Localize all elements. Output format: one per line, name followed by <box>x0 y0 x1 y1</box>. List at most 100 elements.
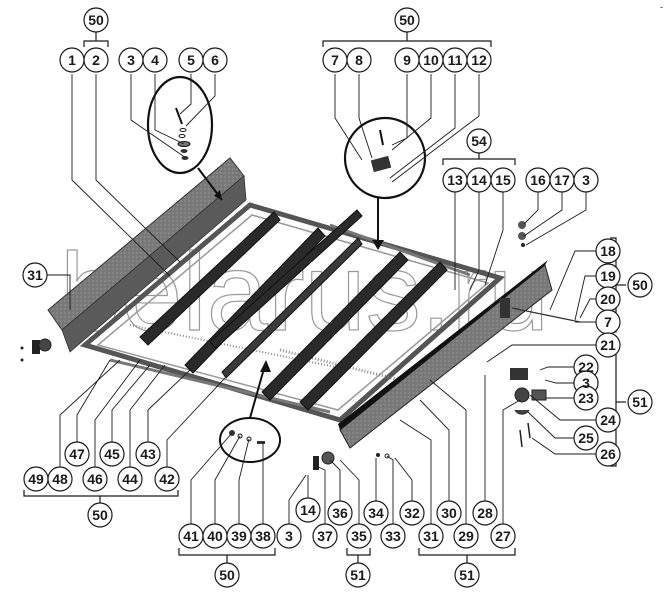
callout-label: 14 <box>300 502 316 518</box>
callout-circle-12 <box>466 47 492 73</box>
right-beam-rod <box>511 307 581 323</box>
washer-part <box>246 436 252 442</box>
callout-label: 39 <box>231 528 247 544</box>
callout-label: 26 <box>600 446 616 462</box>
leader-lines <box>47 74 596 536</box>
bolt-part <box>257 441 265 444</box>
callout-label: 3 <box>127 52 135 68</box>
callout-label: 4 <box>151 52 159 68</box>
washer-part <box>237 433 243 439</box>
roller-part <box>514 387 530 403</box>
bracket-part <box>370 155 392 173</box>
callout-circle-50 <box>83 7 109 33</box>
callout-circle-38 <box>250 523 276 549</box>
clamp-part <box>514 409 530 415</box>
callout-label: 5 <box>187 52 195 68</box>
callout-label: 6 <box>211 52 219 68</box>
corner-mark: - <box>660 2 663 12</box>
callout-label: 50 <box>632 277 648 293</box>
callout-label: 44 <box>122 471 138 487</box>
callout-label: 31 <box>27 267 43 283</box>
detail-circle-top-left <box>146 75 214 175</box>
callout-circle-33 <box>380 523 406 549</box>
conveyor-beams <box>139 209 448 411</box>
left-cover-side <box>61 175 247 353</box>
callout-circle-46 <box>82 466 108 492</box>
callout-label: 54 <box>471 133 487 149</box>
callout-circle-4 <box>142 47 168 73</box>
group-brackets <box>23 32 626 565</box>
beam-6 <box>299 261 448 411</box>
beam-1 <box>139 211 281 346</box>
callout-label: 10 <box>423 52 439 68</box>
left-bolt-dot <box>20 346 24 350</box>
callout-circle-25 <box>573 425 599 451</box>
callout-circle-48 <box>47 466 73 492</box>
callout-label: 31 <box>423 528 439 544</box>
callout-circle-47 <box>64 441 90 467</box>
callout-circle-50 <box>214 562 240 588</box>
callout-label: 17 <box>554 172 570 188</box>
bracket-part <box>510 368 528 380</box>
callout-circle-36 <box>327 500 353 526</box>
callout-label: 43 <box>140 446 156 462</box>
callout-label: 41 <box>183 528 199 544</box>
callout-label: 50 <box>399 12 415 28</box>
beam-4 <box>221 237 363 379</box>
callout-label: 3 <box>582 172 590 188</box>
callout-circle-37 <box>312 523 338 549</box>
callout-label: 21 <box>600 337 616 353</box>
callout-label: 1 <box>68 52 76 68</box>
detail-arrowhead <box>260 360 271 372</box>
callout-circle-50 <box>394 7 420 33</box>
callout-circle-45 <box>99 441 125 467</box>
callout-circle-21 <box>595 332 621 358</box>
callout-label: 14 <box>471 172 487 188</box>
bolt-part <box>519 429 523 448</box>
callout-label: 29 <box>458 528 474 544</box>
callout-circle-31 <box>418 523 444 549</box>
callout-label: 13 <box>447 172 463 188</box>
callout-label: 40 <box>207 528 223 544</box>
callout-circle-29 <box>453 523 479 549</box>
callout-label: 24 <box>600 412 616 428</box>
small-part <box>518 221 526 229</box>
callout-label: 45 <box>104 446 120 462</box>
callout-label: 11 <box>448 52 463 68</box>
callout-label: 28 <box>477 505 493 521</box>
detail-circle-top-center <box>343 116 427 200</box>
callout-label: 16 <box>530 172 546 188</box>
callout-label: 32 <box>404 505 420 521</box>
callout-label: 25 <box>578 430 594 446</box>
callout-label: 46 <box>87 471 103 487</box>
bolt-part <box>175 107 183 125</box>
callout-circle-14 <box>295 497 321 523</box>
washer-part <box>179 128 187 132</box>
callout-label: 50 <box>219 567 235 583</box>
callout-label: 37 <box>317 528 333 544</box>
beam-5 <box>261 251 409 401</box>
callout-label: 35 <box>351 528 367 544</box>
callout-circle-50 <box>627 272 653 298</box>
callout-circle-31 <box>22 262 48 288</box>
bracket-part <box>313 456 319 470</box>
callout-label: 48 <box>52 471 68 487</box>
callout-circle-3 <box>573 167 599 193</box>
callout-label: 49 <box>28 471 44 487</box>
callout-label: 19 <box>600 268 616 284</box>
callout-circle-51 <box>627 389 653 415</box>
callout-circle-54 <box>466 128 492 154</box>
callout-label: 8 <box>355 52 363 68</box>
callout-label: 7 <box>604 314 612 330</box>
callout-label: 51 <box>350 567 366 583</box>
flange-part <box>531 389 547 401</box>
small-part <box>518 232 526 240</box>
callout-label: 2 <box>92 52 100 68</box>
detail-arrowhead <box>372 240 384 250</box>
callout-circle-26 <box>595 441 621 467</box>
callout-label: 23 <box>578 390 594 406</box>
callout-label: 22 <box>578 359 594 375</box>
nut-part <box>181 156 189 160</box>
callout-circle-28 <box>472 500 498 526</box>
